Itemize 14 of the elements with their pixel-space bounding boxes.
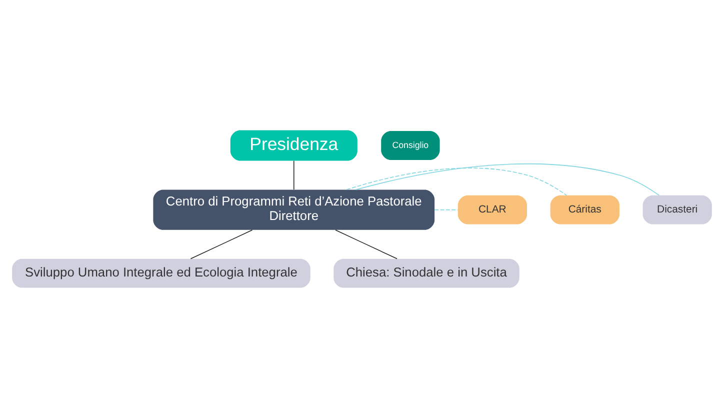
node-box: Presidenza bbox=[230, 130, 358, 160]
node-box: Dicasteri bbox=[642, 194, 712, 224]
node-box: Centro di Programmi Reti d’Azione Pastorale Direttore bbox=[153, 189, 435, 230]
node-box: CLAR bbox=[458, 194, 527, 224]
connector bbox=[335, 229, 398, 259]
connector bbox=[190, 229, 253, 259]
node-box: Consiglio bbox=[381, 130, 440, 160]
connector bbox=[356, 162, 660, 196]
node-box: Sviluppo Umano Integrale ed Ecologia Integrale bbox=[12, 258, 310, 288]
node-box: Chiesa: Sinodale e in Uscita bbox=[334, 258, 520, 288]
node-box: Cáritas bbox=[550, 194, 620, 224]
connector bbox=[434, 208, 458, 210]
connector bbox=[293, 160, 294, 190]
connector bbox=[346, 167, 568, 196]
